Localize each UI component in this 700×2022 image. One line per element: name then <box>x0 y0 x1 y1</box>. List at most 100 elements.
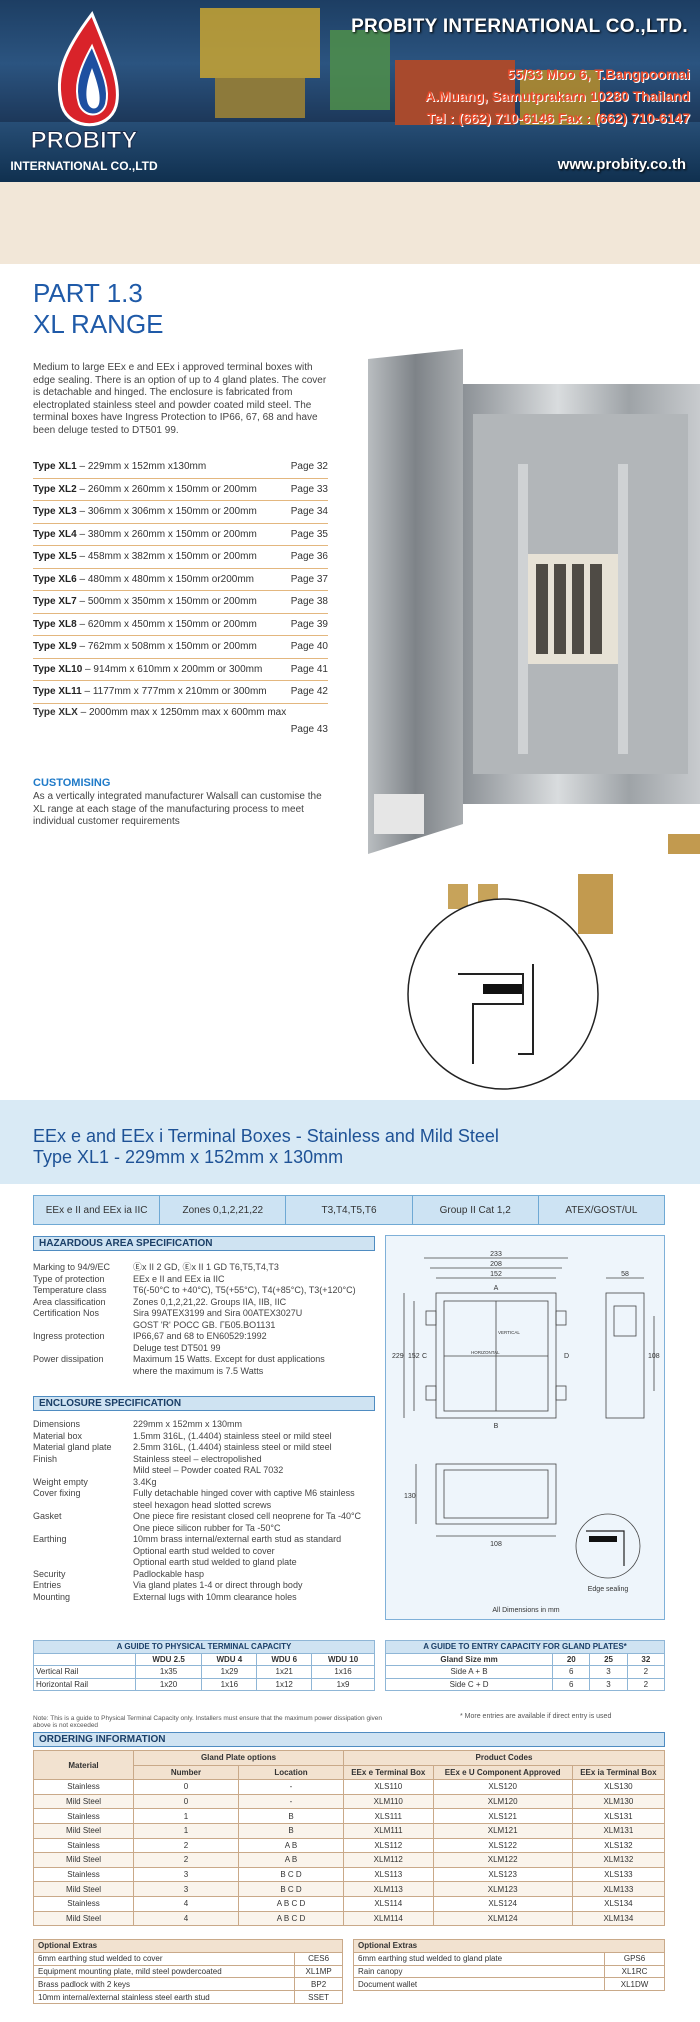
spec-row: One piece silicon rubber for Ta -50°C <box>133 1522 281 1533</box>
rail-label: VERTICAL <box>498 1330 520 1335</box>
dimensions-note: All Dimensions in mm <box>492 1607 559 1614</box>
rig-graphic <box>395 60 515 125</box>
column-header: 25 <box>589 1652 628 1666</box>
company-logo: PROBITY INTERNATIONAL CO.,LTD <box>4 6 194 176</box>
dimension-drawing: 233 208 152 229 152 108 58 130 108 A B C… <box>385 1235 665 1620</box>
column-header: Location <box>238 1764 344 1781</box>
ordering-heading: ORDERING INFORMATION <box>33 1732 665 1747</box>
dim-label: 108 <box>648 1353 660 1360</box>
spec-row: where the maximum is 7.5 Watts <box>133 1365 264 1376</box>
dim-label: 233 <box>490 1251 502 1258</box>
spec-row: Deluge test DT501 99 <box>133 1342 221 1353</box>
table-row: Equipment mounting plate, mild steel pow… <box>32 1964 343 1979</box>
type-row[interactable]: Type XL11 – 1177mm x 777mm x 210mm or 30… <box>33 681 328 704</box>
customising-title: CUSTOMISING <box>33 777 111 789</box>
type-row[interactable]: Type XL5 – 458mm x 382mm x 150mm or 200m… <box>33 546 328 569</box>
spec-cell: Group II Cat 1,2 <box>413 1196 539 1224</box>
spec-row: Optional earth stud welded to cover <box>133 1545 275 1556</box>
address-line-1: 55/33 Moo 6, T.Bangpoomai <box>507 66 690 82</box>
product-title-line-2: Type XL1 - 229mm x 152mm x 130mm <box>33 1147 344 1167</box>
rig-graphic <box>520 70 600 125</box>
side-letter: B <box>494 1423 499 1430</box>
column-header: EEx e Terminal Box <box>343 1764 434 1781</box>
optional-extras-right: Optional Extras 6mm earthing stud welded… <box>352 1939 665 1992</box>
optional-extras-left: Optional Extras 6mm earthing stud welded… <box>32 1939 343 2004</box>
side-letter: C <box>422 1353 427 1360</box>
spec-row: Optional earth stud welded to gland plat… <box>133 1557 297 1567</box>
spec-cell: Zones 0,1,2,21,22 <box>160 1196 287 1224</box>
type-row[interactable]: Type XL9 – 762mm x 508mm x 150mm or 200m… <box>33 636 328 659</box>
type-row[interactable]: Type XL4 – 380mm x 260mm x 150mm or 200m… <box>33 524 328 546</box>
type-row[interactable]: Type XL10 – 914mm x 610mm x 200mm or 300… <box>33 659 328 681</box>
column-header: 20 <box>552 1652 591 1666</box>
spec-cell: ATEX/GOST/UL <box>565 1204 638 1216</box>
type-row[interactable]: Type XL6 – 480mm x 480mm x 150mm or200mm… <box>33 569 328 591</box>
spec-summary-bar: EEx e II and EEx ia IIC Zones 0,1,2,21,2… <box>33 1195 665 1225</box>
phone-fax: Tel : (662) 710-6146 Fax : (662) 710-614… <box>426 110 690 126</box>
column-header: WDU 10 <box>311 1652 375 1666</box>
rig-graphic <box>200 8 320 78</box>
address-line-2: A.Muang, Samutprakarn 10280 Thailand <box>424 88 690 104</box>
spec-cell: T3,T4,T5,T6 <box>286 1196 413 1224</box>
column-header: 32 <box>626 1652 666 1666</box>
column-header: EEx e U Component Approved <box>432 1764 573 1781</box>
column-header: WDU 2.5 <box>134 1652 203 1666</box>
type-row[interactable]: Type XL8 – 620mm x 450mm x 150mm or 200m… <box>33 614 328 636</box>
terminal-capacity-table: A GUIDE TO PHYSICAL TERMINAL CAPACITY WD… <box>33 1640 375 1691</box>
tan-band <box>0 182 700 264</box>
column-header: EEx ia Terminal Box <box>571 1764 666 1781</box>
type-row[interactable]: Type XL7 – 500mm x 350mm x 150mm or 200m… <box>33 591 328 614</box>
type-row-last[interactable]: Type XLX – 2000mm max x 1250mm max x 600… <box>33 706 328 735</box>
type-row[interactable]: Type XL2 – 260mm x 260mm x 150mm or 200m… <box>33 479 328 501</box>
column-header: WDU 6 <box>256 1652 313 1666</box>
terminal-note: Note: This is a guide to Physical Termin… <box>33 1715 382 1729</box>
gland-note: * More entries are available if direct e… <box>460 1713 612 1720</box>
enclosure-spec-heading: ENCLOSURE SPECIFICATION <box>33 1396 375 1411</box>
spec-row: GOST 'R' POCC GB. ГБ05.BO1131 <box>133 1319 276 1330</box>
product-header-band <box>0 1100 700 1184</box>
product-title: EEx e and EEx i Terminal Boxes - Stainle… <box>33 1126 499 1168</box>
hazardous-spec-heading: HAZARDOUS AREA SPECIFICATION <box>33 1236 375 1251</box>
range-name: XL RANGE <box>33 309 164 339</box>
website-link[interactable]: www.probity.co.th <box>557 156 686 173</box>
column-header: Material <box>33 1749 134 1781</box>
table-title: A GUIDE TO PHYSICAL TERMINAL CAPACITY <box>33 1640 375 1654</box>
table-title: Optional Extras <box>353 1939 665 1953</box>
dim-label: 130 <box>404 1493 416 1500</box>
dim-label: 229 <box>392 1353 404 1360</box>
enclosure-photo <box>368 264 700 1094</box>
sea-background <box>0 122 700 182</box>
side-letter: D <box>564 1353 569 1360</box>
intro-text: Medium to large EEx e and EEx i approved… <box>33 362 327 436</box>
logo-subtext: INTERNATIONAL CO.,LTD <box>10 159 158 173</box>
type-row[interactable]: Type XL3 – 306mm x 306mm x 150mm or 200m… <box>33 501 328 524</box>
